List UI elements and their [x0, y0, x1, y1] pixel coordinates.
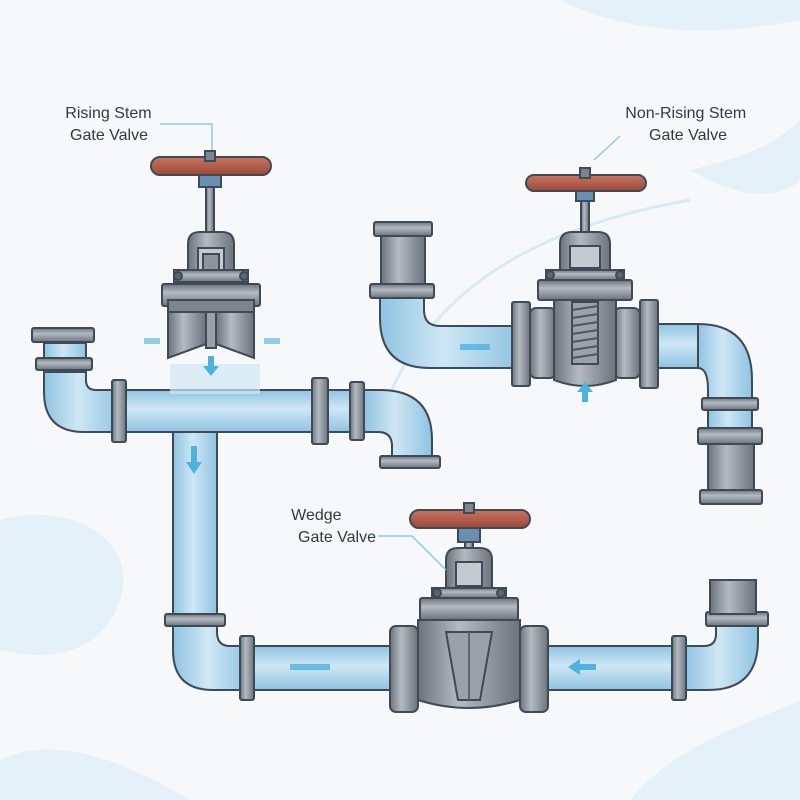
flow-arrow-icon: [290, 664, 330, 670]
rising-stem-gate-valve: [150, 150, 272, 360]
non-rising-stem-gate-valve: [525, 167, 647, 387]
flow-arrow-icon: [203, 356, 219, 376]
flow-arrow-icon: [186, 446, 202, 474]
flow-arrows: [144, 338, 596, 675]
rising-stem-pipe-network: [31, 327, 441, 627]
flow-arrow-icon: [577, 382, 593, 402]
wedge-gate-valve: [389, 502, 549, 713]
non-rising-stem-label: Non-Rising Stem Gate Valve: [625, 105, 750, 144]
flow-arrow-icon: [460, 344, 490, 350]
flow-arrow-icon: [568, 659, 596, 675]
wedge-pipe-network: [172, 579, 769, 701]
leader-lines: [160, 123, 621, 571]
rising-stem-label: Rising Stem Gate Valve: [65, 105, 156, 144]
wedge-label: Wedge Gate Valve: [291, 507, 376, 546]
